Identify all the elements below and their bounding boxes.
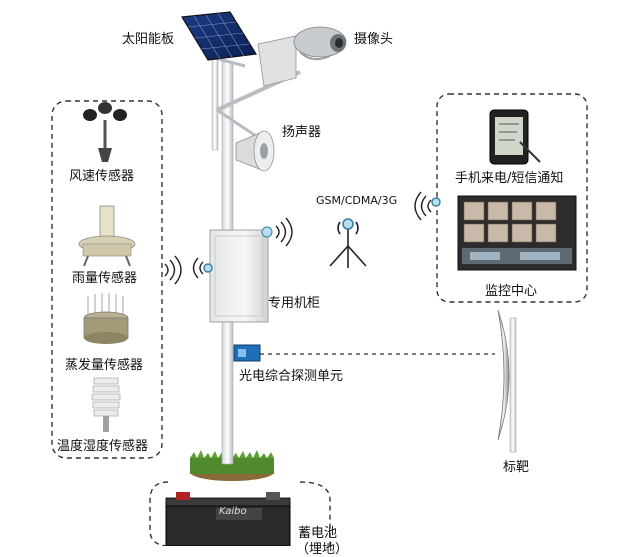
wind-sensor-icon <box>83 102 127 162</box>
evaporation-sensor-icon <box>83 293 129 344</box>
rain-sensor-label: 雨量传感器 <box>72 271 138 286</box>
monitor-group-frame <box>436 93 588 303</box>
cabinet <box>209 226 273 323</box>
solar-panel-label: 太阳能板 <box>122 32 175 47</box>
speaker <box>235 130 275 172</box>
evaporation-sensor-label: 蒸发量传感器 <box>65 358 144 373</box>
sensor-group-frame <box>51 100 163 459</box>
cabinet-signal-icon <box>192 217 293 279</box>
rain-sensor-icon <box>78 205 136 267</box>
photoelectric-unit-label: 光电综合探测单元 <box>239 369 344 384</box>
camera <box>257 26 347 87</box>
mobile-phone-icon <box>489 109 541 165</box>
battery-note-label: （埋地） <box>296 542 349 557</box>
photoelectric-unit <box>233 344 261 362</box>
battery <box>165 492 291 547</box>
temp-humidity-sensor-icon <box>91 377 121 432</box>
network-label: GSM/CDMA/3G <box>316 194 398 207</box>
camera-label: 摄像头 <box>354 32 394 47</box>
target-reflector <box>497 309 517 453</box>
temp-humidity-sensor-label: 温度湿度传感器 <box>57 439 149 454</box>
target-label: 标靶 <box>503 460 530 475</box>
monitor-center-label: 监控中心 <box>485 284 538 299</box>
battery-brand: Kaibo <box>219 506 247 517</box>
gsm-antenna <box>329 218 367 268</box>
sensor-signal-icon <box>164 255 182 285</box>
cabinet-label: 专用机柜 <box>268 296 321 311</box>
monitor-signal-icon <box>414 191 441 221</box>
battery-frame <box>149 481 171 547</box>
wind-sensor-label: 风速传感器 <box>69 169 135 184</box>
speaker-label: 扬声器 <box>282 125 322 140</box>
sms-notify-label: 手机来电/短信通知 <box>455 171 564 186</box>
solar-panel <box>180 11 258 61</box>
grass-base <box>190 450 274 481</box>
monitor-wall-icon <box>457 195 577 271</box>
battery-label: 蓄电池 <box>298 526 338 541</box>
